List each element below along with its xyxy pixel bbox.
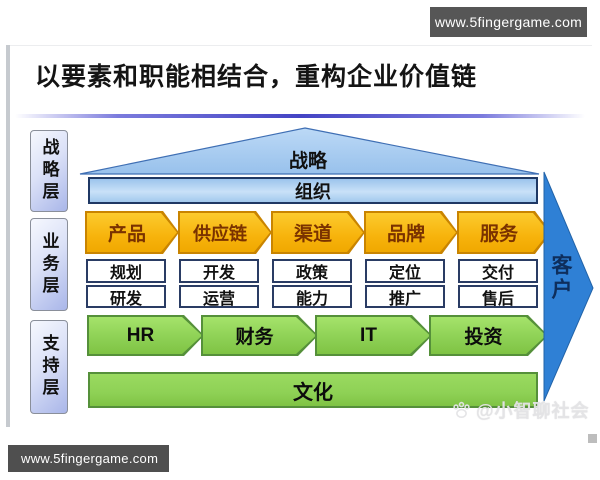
strategy-roof-label: 战略 bbox=[288, 151, 327, 172]
value-chain-arrow-supplychain-label: 供应链 bbox=[180, 213, 270, 252]
support-arrow-investment-label: 投资 bbox=[431, 317, 546, 354]
function-box-capability: 能力 bbox=[272, 285, 352, 308]
layer-tab-strategy-label: 战略层 bbox=[39, 138, 59, 204]
value-chain-arrow-service: 服务 bbox=[457, 211, 551, 254]
value-chain-arrow-channel-label: 渠道 bbox=[273, 213, 363, 252]
value-chain-arrow-supplychain: 供应链 bbox=[178, 211, 272, 254]
layer-tab-strategy: 战略层 bbox=[30, 130, 68, 212]
strategy-roof-shape bbox=[79, 127, 540, 175]
support-arrow-investment: 投资 bbox=[429, 315, 548, 356]
support-arrow-it-label: IT bbox=[317, 317, 430, 354]
support-arrow-hr-label: HR bbox=[89, 317, 202, 354]
function-box-promotion: 推广 bbox=[365, 285, 445, 308]
corner-artifact bbox=[588, 434, 597, 443]
value-chain-arrow-service-label: 服务 bbox=[459, 213, 549, 252]
watermark-url-bottom: www.5fingergame.com bbox=[8, 445, 169, 472]
customer-arrow-shape bbox=[543, 171, 594, 402]
value-chain-arrow-brand: 品牌 bbox=[364, 211, 458, 254]
layer-tab-business-label: 业务层 bbox=[39, 231, 59, 298]
layer-tab-support: 支持层 bbox=[30, 320, 68, 414]
watermark-url-top: www.5fingergame.com bbox=[430, 7, 587, 37]
function-box-planning: 规划 bbox=[86, 259, 166, 283]
layer-tab-support-label: 支持层 bbox=[39, 334, 59, 400]
culture-bar: 文化 bbox=[88, 372, 538, 408]
customer-arrow-label: 客户 bbox=[549, 254, 572, 302]
function-box-policy: 政策 bbox=[272, 259, 352, 283]
culture-bar-label: 文化 bbox=[293, 381, 333, 404]
organization-bar: 组织 bbox=[88, 177, 538, 204]
slide-left-edge bbox=[6, 45, 10, 427]
page-title: 以要素和职能相结合，重构企业价值链 bbox=[35, 63, 478, 91]
function-box-positioning: 定位 bbox=[365, 259, 445, 283]
layer-tab-business: 业务层 bbox=[30, 218, 68, 311]
function-box-aftersales: 售后 bbox=[458, 285, 538, 308]
organization-bar-label: 组织 bbox=[295, 181, 331, 202]
support-arrow-it: IT bbox=[315, 315, 432, 356]
support-arrow-finance-label: 财务 bbox=[203, 317, 316, 354]
paw-icon bbox=[453, 401, 470, 418]
watermark-url-top-text: www.5fingergame.com bbox=[434, 14, 583, 30]
function-box-development: 开发 bbox=[179, 259, 259, 283]
function-box-operations: 运营 bbox=[179, 285, 259, 308]
value-chain-arrow-product-label: 产品 bbox=[87, 213, 177, 252]
slide-top-edge bbox=[6, 45, 592, 46]
function-box-delivery: 交付 bbox=[458, 259, 538, 283]
support-arrow-hr: HR bbox=[87, 315, 204, 356]
watermark-url-bottom-text: www.5fingergame.com bbox=[21, 451, 159, 466]
title-underline bbox=[15, 114, 585, 118]
support-arrow-finance: 财务 bbox=[201, 315, 318, 356]
function-box-rnd: 研发 bbox=[86, 285, 166, 308]
brand-watermark: @小智聊社会 bbox=[452, 397, 590, 423]
brand-watermark-text: @小智聊社会 bbox=[476, 401, 590, 421]
value-chain-arrow-channel: 渠道 bbox=[271, 211, 365, 254]
value-chain-arrow-product: 产品 bbox=[85, 211, 179, 254]
value-chain-arrow-brand-label: 品牌 bbox=[366, 213, 456, 252]
